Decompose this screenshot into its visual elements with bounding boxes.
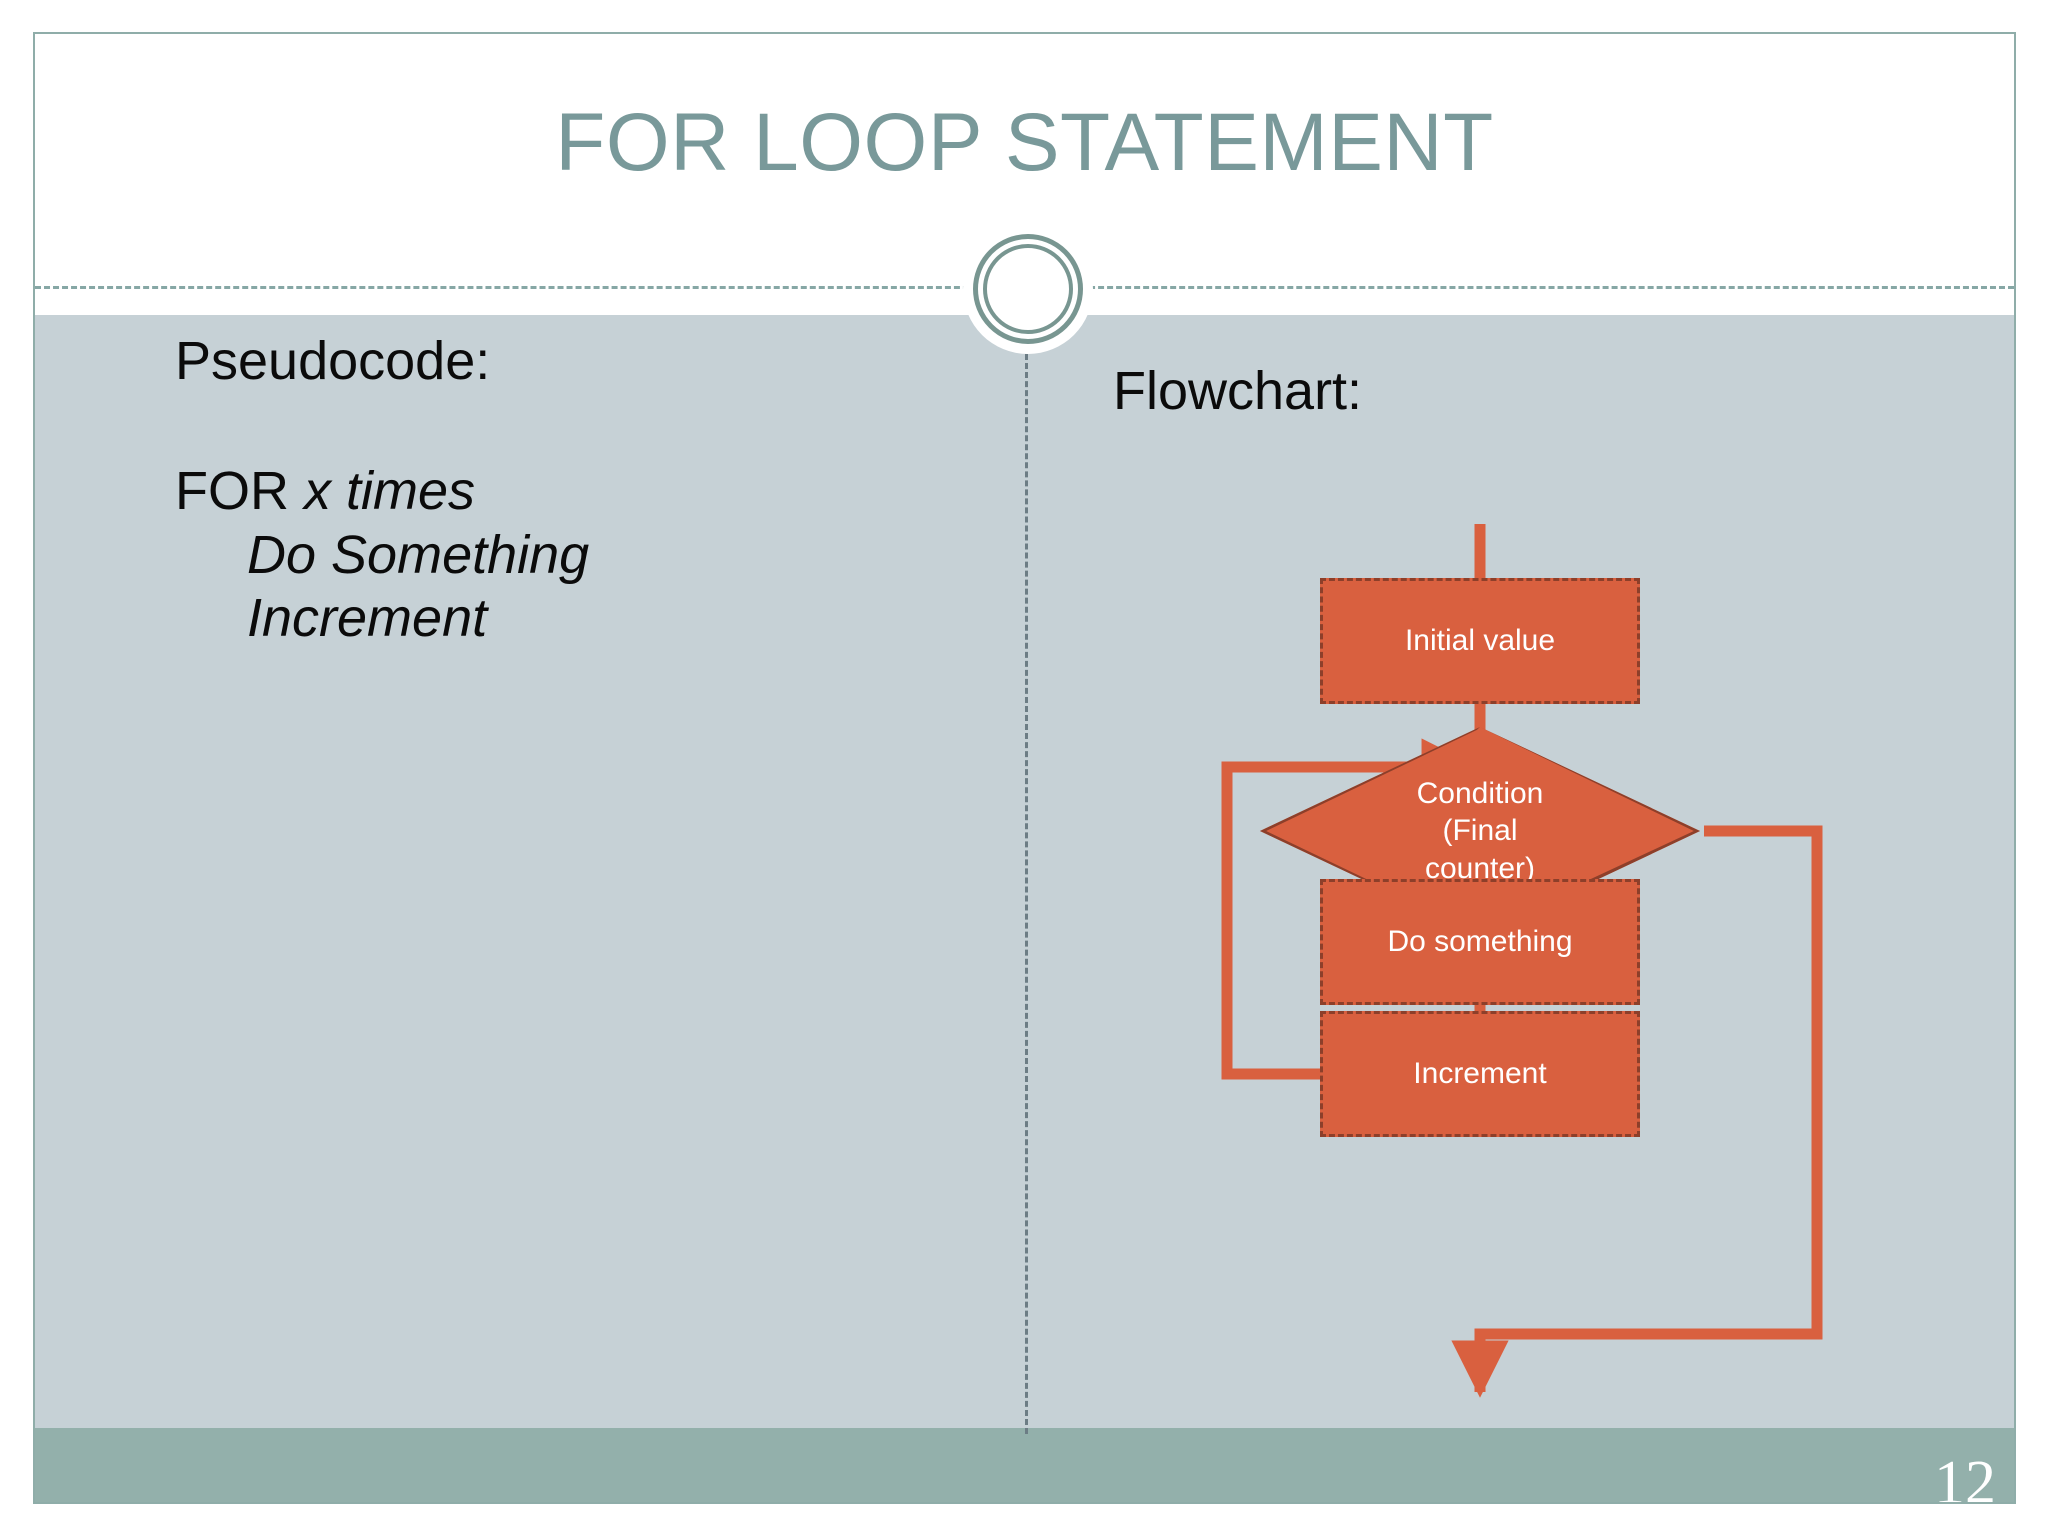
circle-ornament-inner-icon: [983, 244, 1073, 334]
flow-node-increment[interactable]: Increment: [1320, 1011, 1640, 1137]
flow-node-initial-value-label: Initial value: [1404, 624, 1556, 658]
circle-ornament-outer-icon: [973, 234, 1083, 344]
flow-node-do-something-label: Do something: [1387, 925, 1573, 959]
condition-label-line-1: Condition: [1416, 776, 1544, 810]
page-number: 12: [1934, 1449, 1996, 1504]
pseudocode-emphasis-x-times: x times: [304, 461, 476, 521]
connector-loop-back-arrow: [1221, 738, 1479, 1080]
flowchart-connectors: [1221, 524, 1823, 1398]
pseudocode-line-for: FOR x times: [175, 460, 955, 524]
pseudocode-heading: Pseudocode:: [175, 331, 491, 391]
flow-node-do-something[interactable]: Do something: [1320, 879, 1640, 1005]
body-panel: [35, 315, 2014, 1432]
flow-node-increment-label: Increment: [1413, 1057, 1547, 1091]
page-title: FOR LOOP STATEMENT: [555, 97, 1494, 188]
pseudocode-column: Pseudocode: FOR x times Do Something Inc…: [175, 334, 955, 651]
condition-label-line-2: (Final: [1442, 814, 1518, 848]
flowchart-heading: Flowchart:: [1113, 361, 1363, 421]
flow-node-initial-value[interactable]: Initial value: [1320, 578, 1640, 704]
pseudocode-line-increment: Increment: [247, 588, 488, 649]
pseudocode-line-do-something: Do Something: [247, 524, 590, 585]
slide-canvas: FOR LOOP STATEMENT Pseudocode: FOR x tim…: [33, 32, 2016, 1504]
connector-exit-arrow: [1451, 825, 1823, 1398]
footer-bar: 12: [35, 1428, 2014, 1502]
column-divider-dashed: [1025, 354, 1028, 1434]
pseudocode-keyword-for: FOR: [175, 461, 304, 521]
flowchart-column: Flowchart:: [1075, 334, 1975, 1434]
